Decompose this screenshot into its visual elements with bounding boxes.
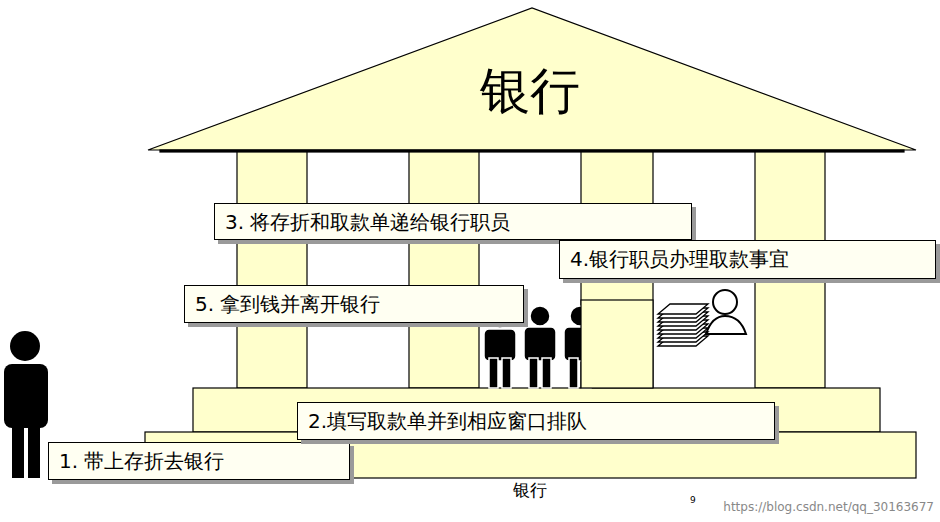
page-number: 9 bbox=[690, 495, 696, 505]
step-text: 3. 将存折和取款单递给银行职员 bbox=[225, 209, 681, 235]
paper-stack bbox=[658, 304, 708, 346]
step-text: 1. 带上存折去银行 bbox=[59, 448, 339, 474]
step-text: 2.填写取款单并到相应窗口排队 bbox=[308, 408, 764, 434]
step-text: 4.银行职员办理取款事宜 bbox=[570, 246, 925, 272]
step-box: 3. 将存折和取款单递给银行职员 bbox=[214, 203, 692, 240]
step-box: 5. 拿到钱并离开银行 bbox=[184, 285, 524, 323]
roof bbox=[148, 8, 916, 150]
step-text: 5. 拿到钱并离开银行 bbox=[195, 291, 513, 317]
column bbox=[409, 152, 479, 388]
column-front bbox=[581, 300, 653, 388]
customer-figure bbox=[4, 331, 48, 478]
column bbox=[237, 152, 307, 388]
watermark: https://blog.csdn.net/qq_30163677 bbox=[723, 500, 934, 514]
step-box: 2.填写取款单并到相应窗口排队 bbox=[297, 402, 775, 440]
step-box: 4.银行职员办理取款事宜 bbox=[559, 240, 936, 279]
title: 银行 bbox=[480, 58, 580, 125]
step-box: 1. 带上存折去银行 bbox=[48, 442, 350, 480]
caption: 银行 bbox=[513, 479, 547, 502]
clerk-icon bbox=[706, 290, 746, 334]
